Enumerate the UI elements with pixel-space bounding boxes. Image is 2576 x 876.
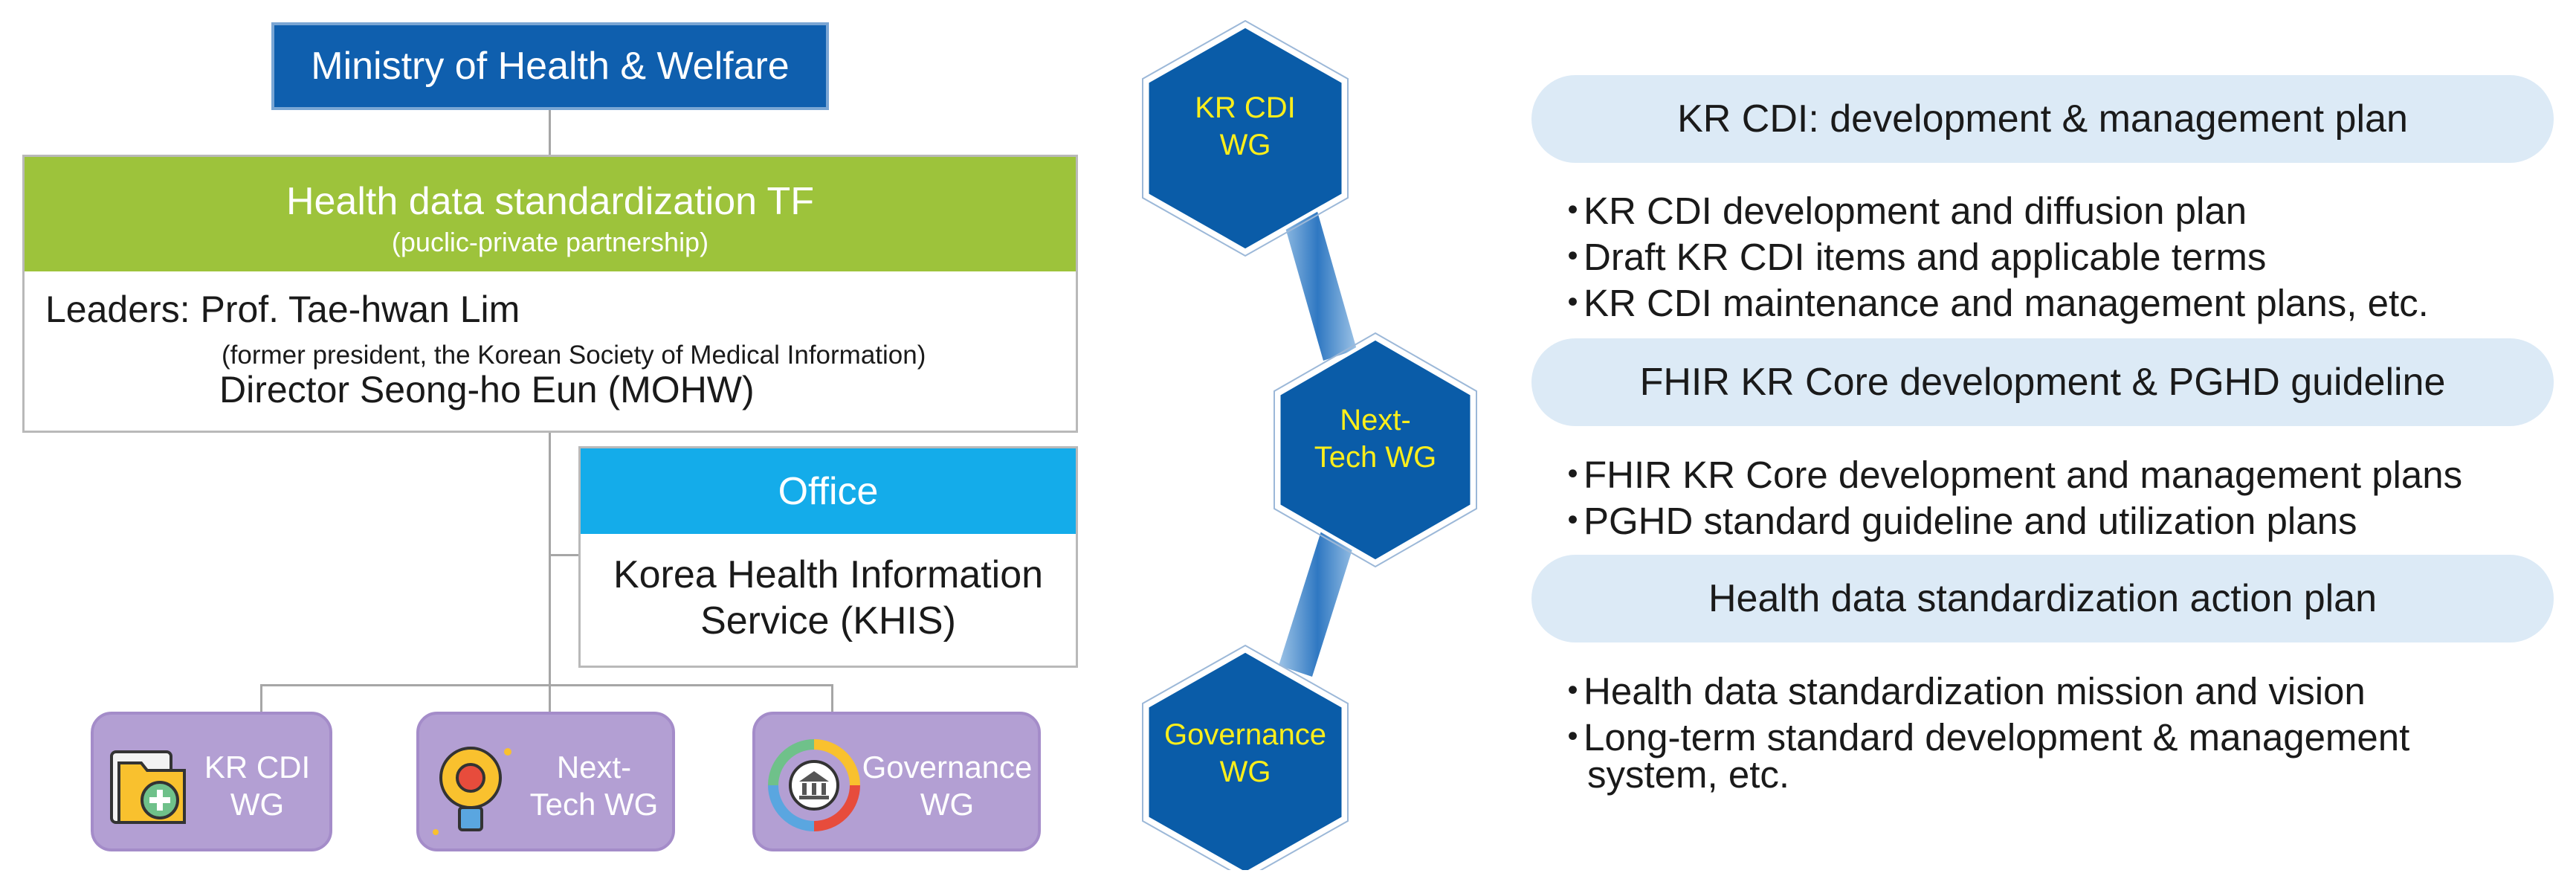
wg-label-line-1: Next-	[556, 750, 632, 785]
wg-box-kr-cdi: KR CDI WG	[91, 712, 332, 851]
hex-label-line-2: Tech WG	[1314, 441, 1437, 474]
hexagon-kr-cdi-outline	[1142, 19, 1349, 257]
tf-title: Health data standardization TF	[285, 180, 815, 223]
hex-label-kr-cdi: KR CDI WG	[1141, 89, 1349, 164]
plan-item-text: PGHD standard guideline and utilization …	[1584, 500, 2357, 542]
plan-item: ・KR CDI development and diffusion plan	[1554, 180, 2247, 235]
plan-item: ・KR CDI maintenance and management plans…	[1554, 272, 2429, 327]
connector-office	[549, 554, 578, 556]
plan-item: ・PGHD standard guideline and utilization…	[1554, 490, 2357, 545]
plan-item-text: Draft KR CDI items and applicable terms	[1584, 236, 2267, 278]
hexagon-governance	[1145, 648, 1346, 870]
plan-title-fhir: FHIR KR Core development & PGHD guidelin…	[1531, 338, 2554, 426]
connector-bar-1	[1279, 193, 1357, 361]
tf-header: Health data standardization TF (puclic-p…	[22, 155, 1078, 271]
plan-item: ・Health data standardization mission and…	[1554, 660, 2366, 715]
connector-wg-horizontal	[260, 684, 833, 686]
bullet-dot: ・	[1554, 282, 1592, 324]
plan-item: ・Long-term standard development & manage…	[1554, 706, 2409, 761]
leaders-line-1: Leaders: Prof. Tae-hwan Lim	[45, 289, 520, 330]
institution-cycle-icon	[768, 739, 860, 831]
office-line-1: Korea Health Information	[613, 553, 1044, 596]
office-title: Office	[778, 469, 879, 513]
folder-plus-icon	[110, 750, 186, 824]
plan-item-text: KR CDI maintenance and management plans,…	[1584, 282, 2429, 324]
hexagon-next-tech-outline	[1274, 332, 1477, 568]
hexagon-governance-outline	[1142, 644, 1349, 870]
wg-label-line-2: Tech WG	[529, 787, 659, 822]
plan-title-text: KR CDI: development & management plan	[1677, 97, 2408, 141]
wg-label-line-2: WG	[230, 787, 285, 822]
plan-title-text: Health data standardization action plan	[1708, 577, 2378, 620]
connector-ministry-tf	[549, 110, 551, 155]
office-header: Office	[578, 446, 1078, 534]
plan-item-text: Long-term standard development & managem…	[1584, 716, 2410, 759]
hexagon-chain	[1142, 19, 1477, 870]
office-body: Korea Health Information Service (KHIS)	[578, 534, 1078, 668]
hex-label-governance: Governance WG	[1141, 716, 1349, 790]
bullet-dot: ・	[1554, 500, 1592, 542]
plan-title-text: FHIR KR Core development & PGHD guidelin…	[1639, 361, 2446, 404]
lightbulb-gear-icon	[433, 747, 511, 835]
wg-label-line-1: KR CDI	[204, 750, 311, 785]
connector-wg-3	[831, 684, 833, 712]
hexagon-kr-cdi	[1145, 24, 1346, 253]
wg-box-governance: Governance WG	[752, 712, 1041, 851]
connector-wg-1	[260, 684, 262, 712]
plan-item-text: KR CDI development and diffusion plan	[1584, 190, 2247, 232]
plan-title-action: Health data standardization action plan	[1531, 555, 2554, 642]
plan-item-text: FHIR KR Core development and management …	[1584, 454, 2463, 496]
bullet-dot: ・	[1554, 716, 1592, 759]
connector-tf-trunk	[549, 433, 551, 686]
plan-title-kr-cdi: KR CDI: development & management plan	[1531, 75, 2554, 163]
hex-label-next-tech: Next- Tech WG	[1271, 402, 1479, 476]
leaders-line-2: Director Seong-ho Eun (MOHW)	[219, 369, 755, 410]
connector-wg-2	[549, 684, 551, 712]
ministry-label: Ministry of Health & Welfare	[311, 45, 790, 88]
wg-label-line-1: Governance	[862, 750, 1033, 785]
office-line-2: Service (KHIS)	[700, 599, 956, 642]
leaders-note: (former president, the Korean Society of…	[222, 341, 926, 370]
hex-label-line-2: WG	[1219, 756, 1271, 788]
plan-item-text: Health data standardization mission and …	[1584, 670, 2366, 712]
ministry-box: Ministry of Health & Welfare	[271, 22, 829, 110]
wg-box-next-tech: Next- Tech WG	[416, 712, 675, 851]
hex-label-line-1: Next-	[1340, 404, 1411, 437]
wg-label-line-2: WG	[920, 787, 975, 822]
hex-label-line-1: Governance	[1164, 718, 1326, 751]
hex-label-line-1: KR CDI	[1195, 91, 1296, 124]
plan-item: ・Draft KR CDI items and applicable terms	[1554, 226, 2266, 281]
connector-bar-2	[1279, 524, 1357, 677]
hex-label-line-2: WG	[1219, 129, 1271, 161]
tf-subtitle: (puclic-private partnership)	[391, 227, 709, 257]
hexagon-next-tech	[1276, 336, 1474, 564]
plan-item-continuation: system, etc.	[1587, 753, 1790, 796]
tf-leaders-box: Leaders: Prof. Tae-hwan Lim (former pres…	[22, 271, 1078, 433]
plan-item: ・FHIR KR Core development and management…	[1554, 444, 2462, 499]
